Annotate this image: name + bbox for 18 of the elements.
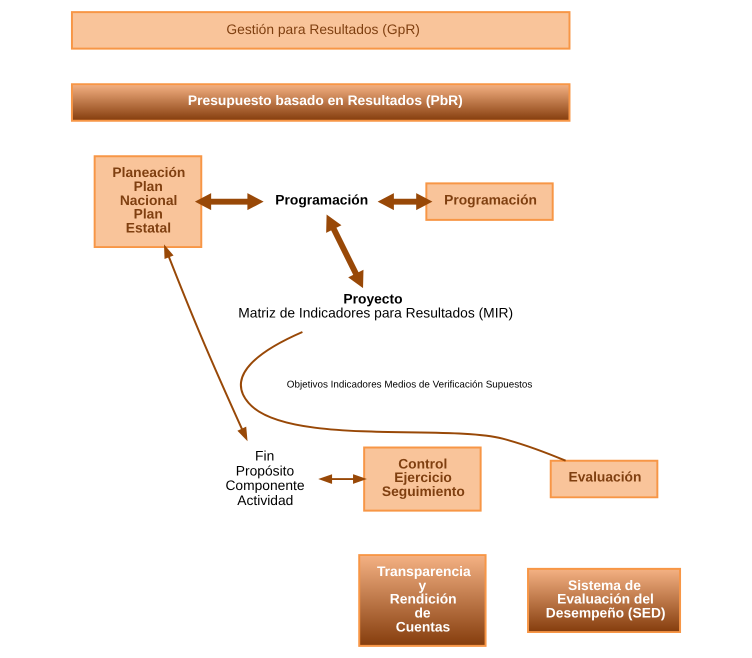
node-box: Control Ejercicio Seguimiento [363, 446, 482, 512]
node-text: Programación [275, 191, 368, 208]
node-box: Gestión para Resultados (GpR) [70, 11, 570, 50]
node-box: Planeación Plan Nacional Plan Estatal [94, 155, 202, 248]
node-box: Sistema de Evaluación del Desempeño (SED) [527, 568, 682, 634]
label: Objetivos Indicadores Medios de Verificación Supuestos [286, 380, 532, 391]
node-box: Presupuesto basado en Resultados (PbR) [70, 83, 570, 122]
node-text: Fin Propósito Componente Actividad [225, 447, 305, 508]
arrow [194, 193, 264, 210]
arrow [326, 214, 364, 288]
arrow [378, 193, 432, 210]
arrow [318, 474, 367, 484]
connector [240, 331, 566, 462]
arrow [164, 244, 248, 442]
node-box: Evaluación [550, 460, 658, 498]
node-box: Programación [425, 182, 554, 221]
node-text: Proyecto Matriz de Indicadores para Resultados (MIR) [238, 290, 514, 320]
node-box: Transparencia y Rendición de Cuentas [358, 554, 487, 647]
